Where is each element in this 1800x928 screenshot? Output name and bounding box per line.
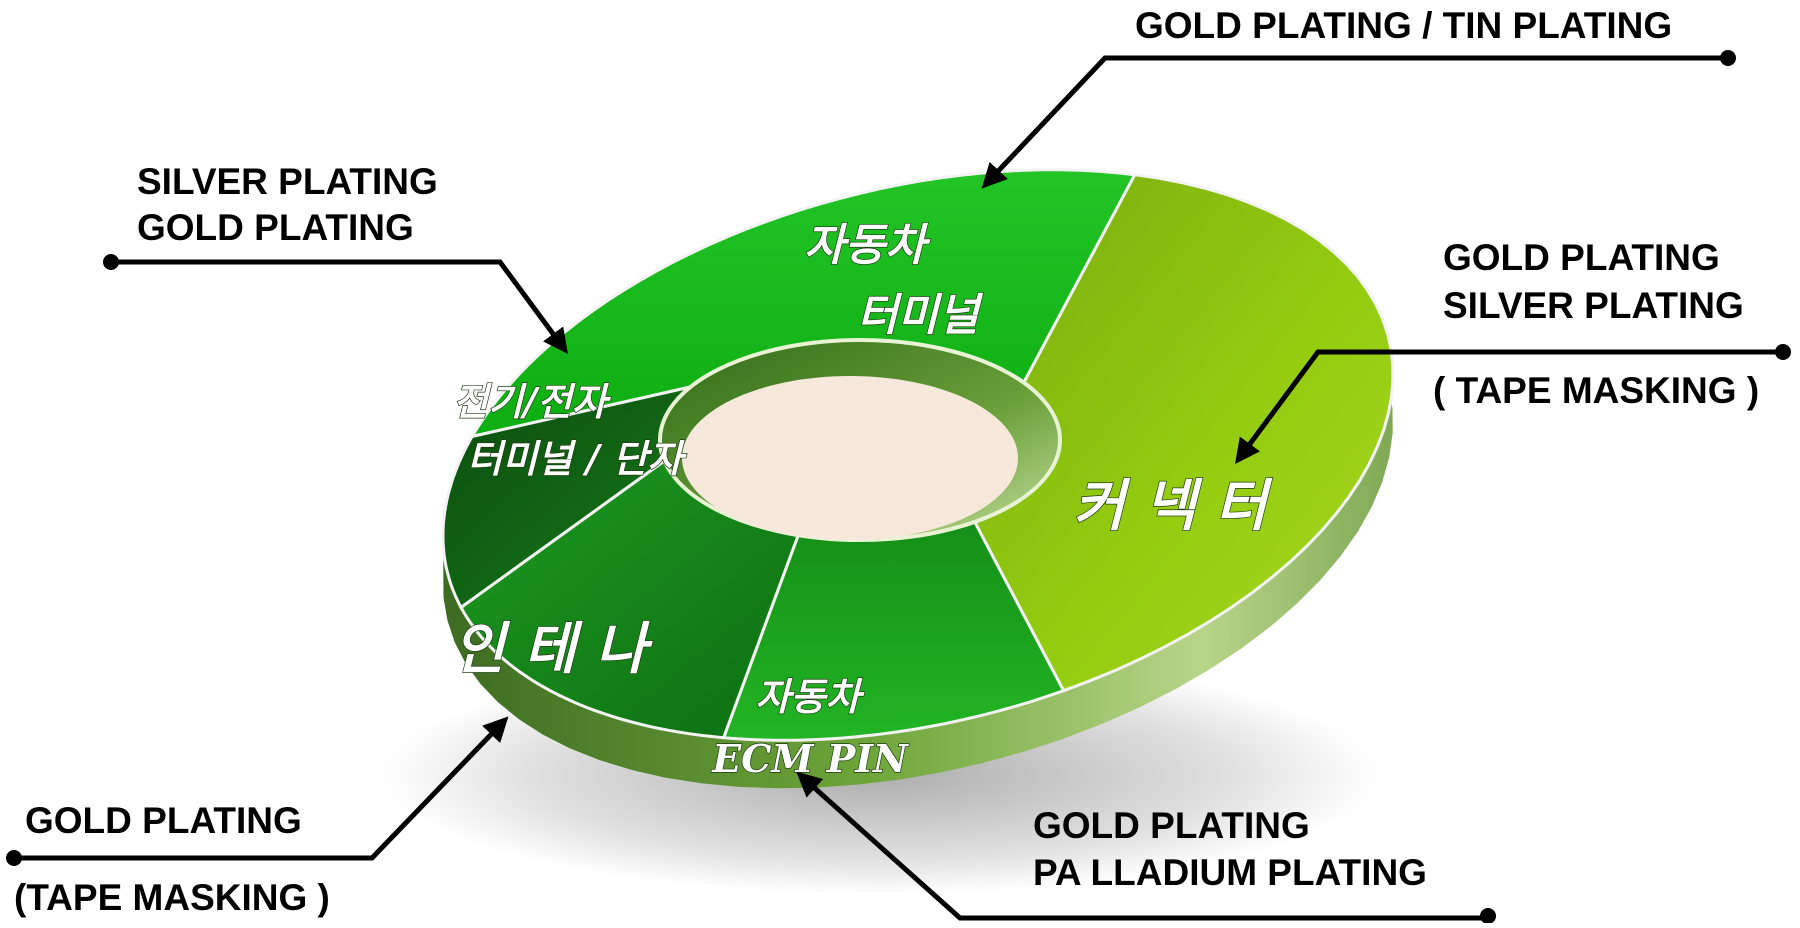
leader-top-right — [981, 55, 1728, 189]
segment-label-ecm-pin-line2: ECM PIN — [711, 736, 909, 781]
ring-center-hole — [658, 338, 1062, 542]
dot-top-right — [1720, 50, 1736, 66]
leader-bottom-right — [796, 771, 1488, 921]
dot-bottom-right — [1480, 908, 1496, 924]
callout-right-line1: GOLD PLATING — [1443, 237, 1720, 278]
segment-label-auto-terminal-line2: 터미널 — [857, 290, 983, 341]
callout-bottom-right-line1: GOLD PLATING — [1033, 805, 1310, 846]
callout-right-line2: SILVER PLATING — [1443, 285, 1744, 326]
callout-right-line3: ( TAPE MASKING ) — [1433, 370, 1759, 411]
leader-top-left — [111, 259, 568, 355]
dot-bottom-left — [6, 850, 22, 866]
callout-top-right-line1: GOLD PLATING / TIN PLATING — [1135, 5, 1672, 46]
segment-label-antenna: 인 테 나 — [453, 616, 653, 682]
ring-center — [682, 376, 1018, 540]
segment-label-electric-terminal-line1: 전기/전자 — [453, 379, 612, 424]
segment-label-connector: 커 넥 터 — [1073, 473, 1273, 539]
leader-right — [1235, 349, 1783, 465]
dot-top-left — [103, 254, 119, 270]
callout-top-left-line2: GOLD PLATING — [137, 207, 414, 248]
callout-bottom-left-line2: (TAPE MASKING ) — [14, 877, 330, 918]
ring-segments — [441, 168, 1395, 742]
callout-leaders — [14, 55, 1783, 921]
callout-bottom-right-line2: PA LLADIUM PLATING — [1033, 852, 1427, 893]
segment-label-electric-terminal-line2: 터미널 / 단자 — [467, 436, 687, 481]
leader-bottom-left — [14, 716, 509, 861]
segment-label-ecm-pin-line1: 자동차 — [756, 674, 866, 719]
dot-right — [1775, 344, 1791, 360]
ring-side-wall — [443, 294, 1393, 789]
callout-top-left-line1: SILVER PLATING — [137, 161, 438, 202]
segment-label-auto-terminal-line1: 자동차 — [804, 220, 931, 271]
callout-dots — [6, 50, 1791, 924]
callout-bottom-left-line1: GOLD PLATING — [25, 800, 302, 841]
